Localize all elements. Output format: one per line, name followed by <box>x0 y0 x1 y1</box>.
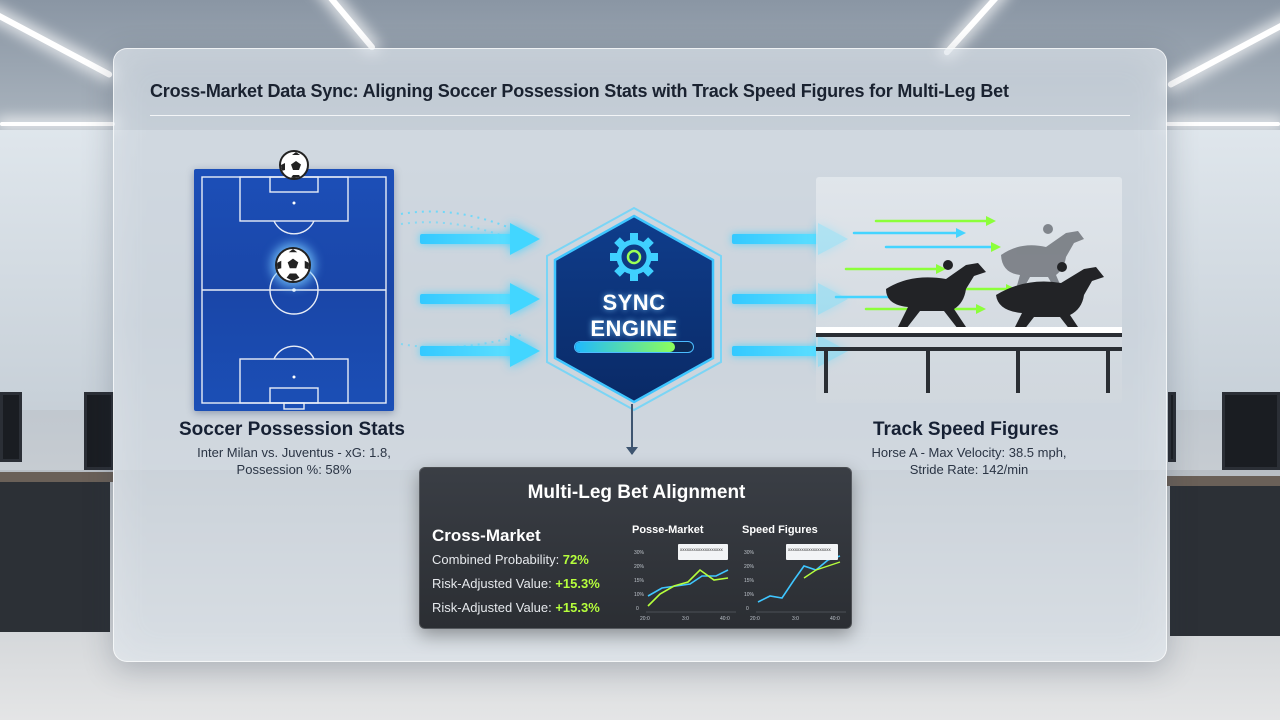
x-tick: 20:0 <box>750 616 760 622</box>
multi-leg-alignment-card: Multi-Leg Bet Alignment Cross-Market Com… <box>419 467 852 629</box>
y-tick: 30% <box>634 550 645 556</box>
pitch-markings <box>201 176 387 410</box>
desk-monitor <box>0 392 22 462</box>
stat-label: Risk-Adjusted Value: <box>432 600 556 615</box>
engine-connector-arrowhead <box>626 447 638 455</box>
y-tick: 0 <box>746 606 749 612</box>
racing-horses-illustration <box>816 216 1122 393</box>
track-caption: Track Speed Figures <box>873 419 1059 440</box>
sync-engine: SYNC ENGINE <box>539 204 729 414</box>
mini-chart-plot: 30% 20% 15% 10% 0 20:0 3:0 40:0 xxxxxxxx… <box>744 544 846 622</box>
input-arrow <box>420 335 540 367</box>
title-divider <box>150 115 1130 116</box>
track-detail: Horse A - Max Velocity: 38.5 mph, Stride… <box>834 444 1104 478</box>
soccer-caption: Soccer Possession Stats <box>179 419 405 440</box>
track-detail-line1: Horse A - Max Velocity: 38.5 mph, <box>871 445 1067 460</box>
engine-progress-fill <box>575 342 676 352</box>
engine-label-line1: SYNC <box>602 290 666 315</box>
x-tick: 3:0 <box>792 616 799 622</box>
race-track <box>816 177 1122 403</box>
stat-label: Risk-Adjusted Value: <box>432 576 556 591</box>
mini-chart-plot: 30% 20% 15% 10% 0 20:0 3:0 40:0 xxxxxxxx… <box>634 544 736 622</box>
stat-row: Risk-Adjusted Value: +15.3% <box>432 600 600 615</box>
track-detail-line2: Stride Rate: 142/min <box>909 462 1029 477</box>
engine-label-line2: ENGINE <box>590 316 678 341</box>
engine-connector <box>631 404 633 454</box>
stat-value: +15.3% <box>555 576 600 591</box>
mini-chart-title: Speed Figures <box>742 524 818 536</box>
cross-market-title: Cross-Market <box>432 526 541 545</box>
soccer-detail-line1: Inter Milan vs. Juventus - xG: 1.8, <box>197 445 391 460</box>
office-desk <box>1170 486 1280 636</box>
soccer-detail: Inter Milan vs. Juventus - xG: 1.8, Poss… <box>169 444 419 478</box>
office-desk <box>1167 476 1280 486</box>
office-window <box>1167 130 1280 410</box>
ceiling-light <box>0 122 115 126</box>
input-arrow <box>420 223 540 255</box>
stat-value: +15.3% <box>555 600 600 615</box>
mini-chart-title: Posse-Market <box>632 524 704 536</box>
desk-monitor <box>1222 392 1280 470</box>
soccer-pitch <box>194 169 394 411</box>
x-tick: 40:0 <box>720 616 730 622</box>
stat-row: Risk-Adjusted Value: +15.3% <box>432 576 600 591</box>
office-window <box>0 130 113 410</box>
chart-tooltip: xxxxxxxxxxxxxxxxxxx <box>788 547 832 552</box>
alignment-title: Multi-Leg Bet Alignment <box>527 482 746 503</box>
gear-icon <box>610 233 658 281</box>
office-desk <box>0 482 110 632</box>
y-tick: 15% <box>744 578 755 584</box>
desk-monitor <box>84 392 114 470</box>
y-tick: 30% <box>744 550 755 556</box>
engine-hexagon <box>546 206 722 412</box>
mini-chart-speed: Speed Figures 30% 20% 15% 10% 0 20:0 3:0… <box>742 524 850 624</box>
desk-monitor <box>1168 392 1176 462</box>
soccer-ball-icon <box>279 150 309 180</box>
soccer-ball-icon <box>275 247 311 283</box>
y-tick: 0 <box>636 606 639 612</box>
office-desk <box>0 472 113 482</box>
engine-progress-bar <box>574 341 694 353</box>
x-tick: 40:0 <box>830 616 840 622</box>
infographic-panel: Cross-Market Data Sync: Aligning Soccer … <box>113 48 1167 662</box>
y-tick: 15% <box>634 578 645 584</box>
y-tick: 20% <box>744 564 755 570</box>
y-tick: 10% <box>634 592 645 598</box>
x-tick: 3:0 <box>682 616 689 622</box>
stat-label: Combined Probability: <box>432 552 563 567</box>
mini-chart-possession: Posse-Market 30% 20% 15% 10% 0 20:0 3:0 … <box>632 524 740 624</box>
x-tick: 20:0 <box>640 616 650 622</box>
input-arrow <box>420 283 540 315</box>
y-tick: 10% <box>744 592 755 598</box>
y-tick: 20% <box>634 564 645 570</box>
soccer-detail-line2: Possession %: 58% <box>236 462 352 477</box>
page-title: Cross-Market Data Sync: Aligning Soccer … <box>150 81 1009 101</box>
chart-tooltip: xxxxxxxxxxxxxxxxxxx <box>680 547 724 552</box>
stat-row: Combined Probability: 72% <box>432 552 589 567</box>
stat-value: 72% <box>562 552 589 567</box>
ceiling-light <box>1166 122 1280 126</box>
